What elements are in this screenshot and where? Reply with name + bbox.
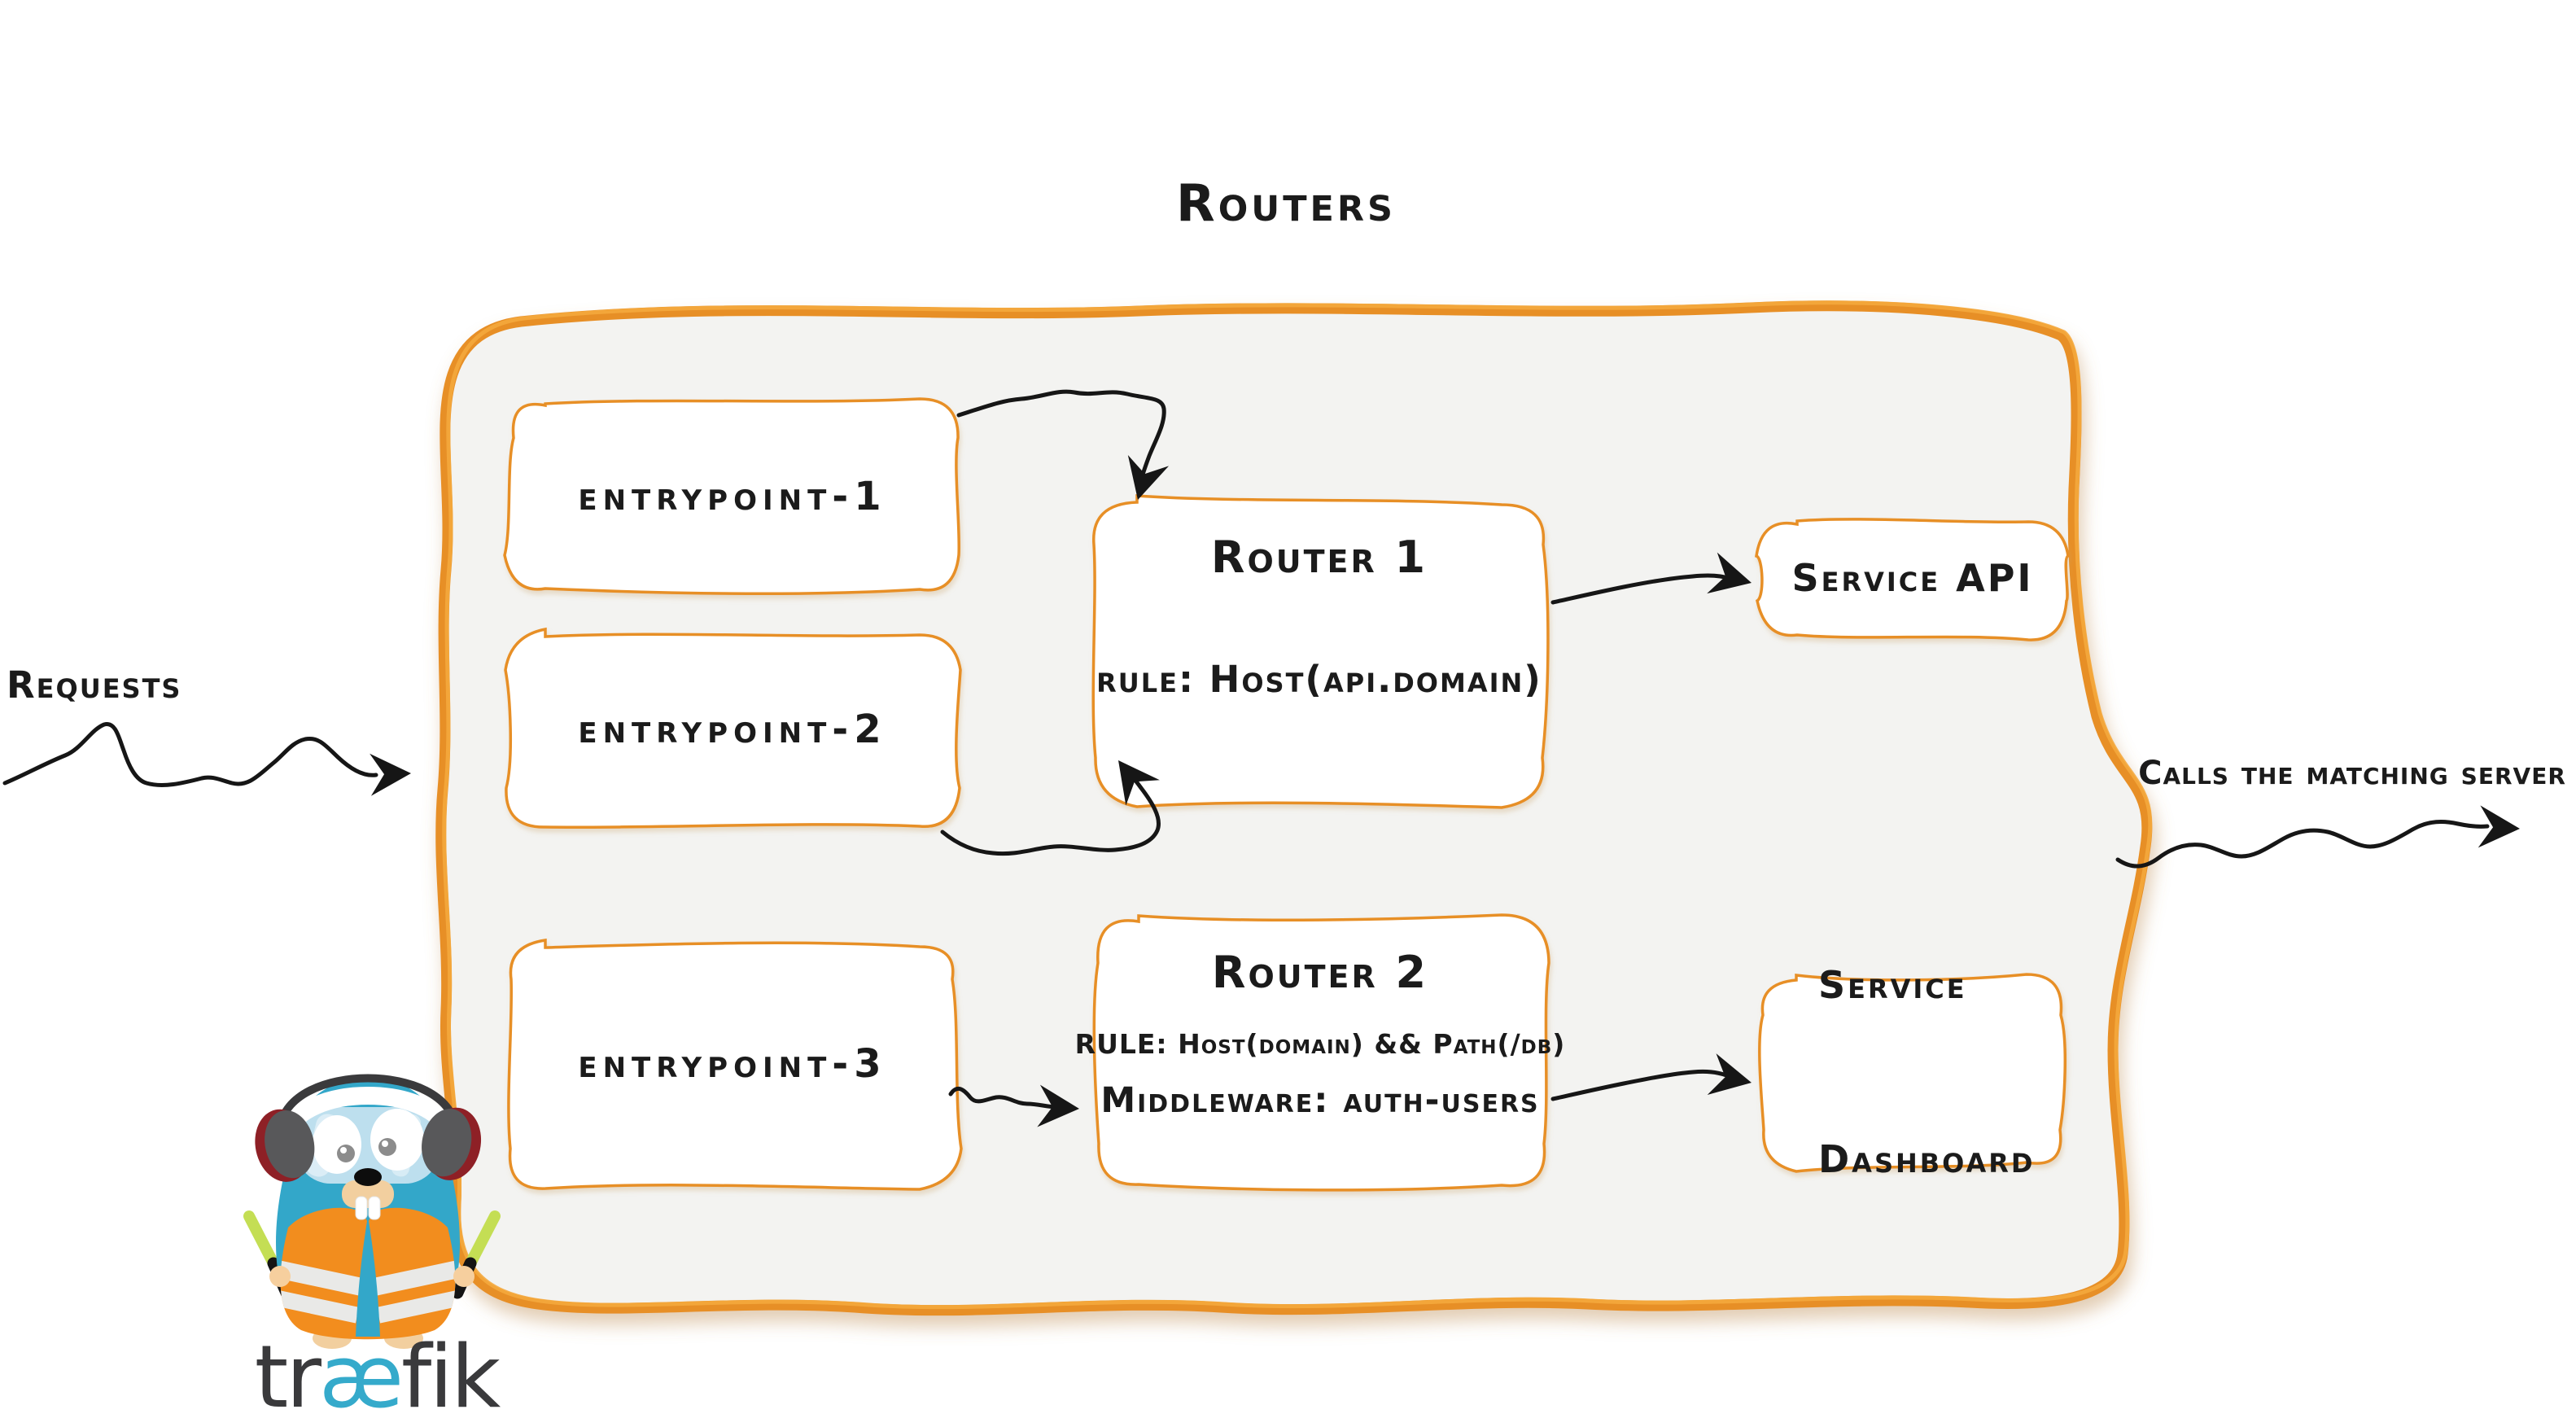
- right-hand: [453, 1266, 475, 1287]
- service-api-box: [1755, 518, 2070, 641]
- arrowhead: [1127, 454, 1170, 500]
- router-2-middleware: Middleware: auth-users: [1100, 1080, 1540, 1122]
- arrowhead: [370, 753, 411, 796]
- service-dashboard-line1: Service: [1818, 962, 1967, 1007]
- right-ear-cup: [422, 1107, 482, 1180]
- right-tooth: [368, 1196, 381, 1220]
- router2-to-service-dashboard-arrow: [1550, 1053, 1752, 1101]
- left-tooth: [355, 1196, 368, 1220]
- container-brush-texture: [442, 300, 2153, 1310]
- left-ear-cup: [255, 1109, 315, 1182]
- service-dashboard-label: Service Dashboard: [1760, 963, 2063, 1181]
- arrowhead: [1037, 1084, 1079, 1127]
- entrypoint-2-label: entrypoint-2: [578, 706, 887, 752]
- service-api-label: Service API: [1791, 555, 2034, 600]
- router-2-title: Router 2: [1211, 947, 1429, 999]
- arrowhead: [1707, 1053, 1752, 1096]
- wordmark-fik: fik: [401, 1327, 501, 1427]
- entrypoint3-to-router2-arrow: [948, 1084, 1079, 1127]
- nose: [354, 1168, 382, 1186]
- entrypoint2-to-router1-arrow: [940, 760, 1161, 856]
- right-eye: [370, 1109, 424, 1171]
- service-dashboard-line2: Dashboard: [1818, 1136, 2036, 1181]
- entrypoint-2-box: [504, 627, 962, 829]
- entrypoint-1-label: entrypoint-1: [578, 474, 887, 519]
- entrypoint-3-box: [507, 938, 963, 1191]
- left-eye-glint: [340, 1147, 347, 1153]
- arrowhead: [1707, 552, 1752, 594]
- muzzle: [342, 1180, 394, 1208]
- entrypoint1-to-router1-arrow: [956, 389, 1170, 500]
- vest-center-gap: [356, 1216, 380, 1337]
- router-1-rule: rule: Host(api.domain): [1096, 657, 1542, 701]
- router1-to-service-api-arrow: [1550, 552, 1752, 605]
- router-1-title: Router 1: [1210, 532, 1428, 584]
- traefik-gopher-logo: [243, 1074, 501, 1349]
- page-title: Routers: [1176, 173, 1396, 234]
- left-eye: [313, 1115, 361, 1174]
- arrowhead: [2478, 805, 2520, 848]
- left-pupil: [337, 1145, 355, 1162]
- wordmark-ae: æ: [318, 1327, 404, 1427]
- router-2-box: [1092, 913, 1550, 1192]
- entrypoint-3-label: entrypoint-3: [578, 1041, 887, 1087]
- service-dashboard-box: [1758, 973, 2067, 1173]
- right-eye-glint: [382, 1140, 388, 1147]
- left-hand: [269, 1266, 291, 1287]
- arrowhead: [1118, 760, 1160, 806]
- safety-vest: [280, 1207, 456, 1340]
- headphone-band: [276, 1074, 460, 1132]
- calls-matching-server-label: Calls the matching server: [2138, 754, 2566, 792]
- entrypoint-1-box: [503, 397, 961, 596]
- wordmark-tr: tr: [254, 1327, 321, 1427]
- requests-label: Requests: [7, 663, 182, 707]
- calls-server-arrow: [2115, 805, 2520, 869]
- requests-arrow: [2, 722, 411, 796]
- router-1-box: [1091, 494, 1550, 809]
- right-pupil: [378, 1138, 396, 1156]
- router-2-rule: RULE: Host(domain) && Path(/db): [1074, 1027, 1566, 1060]
